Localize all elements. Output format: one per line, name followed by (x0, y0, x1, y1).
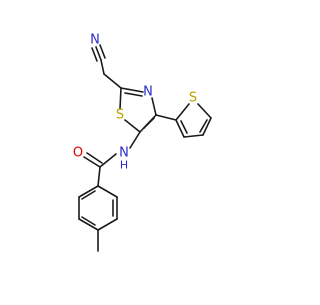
ring-double-3 (81, 190, 96, 200)
atom-n-nitrile: N (90, 33, 100, 48)
bonds (78, 44, 212, 252)
ring-bond-3 (97, 218, 118, 231)
thio-c4-c3-bond (183, 134, 204, 138)
atom-o-carbonyl: O (73, 146, 83, 161)
c5-c4-double (143, 117, 155, 129)
carbonyl-bond (83, 156, 101, 168)
ring-double-2 (81, 216, 96, 226)
carbonyl-ring-bond (97, 166, 101, 187)
atom-labels: N N S S O N H (73, 33, 197, 172)
c5-nh-bond (129, 131, 141, 149)
atom-n-thiazole: N (143, 85, 153, 100)
s1-c5-bond (124, 119, 141, 133)
ring-bond-4 (78, 218, 99, 231)
c4-thiophene-bond (155, 114, 177, 121)
ch2-cn-bond (100, 59, 105, 75)
thio-c3-c2-bond (175, 119, 185, 138)
atom-s-thiazole: S (116, 108, 124, 123)
thio-s-c5-bond (197, 103, 212, 119)
nh-carbonyl-bond (99, 153, 117, 168)
ring-bond-6 (78, 185, 99, 198)
nitrile-bond-3 (99, 44, 106, 59)
ring-bond-1 (97, 185, 118, 198)
thio-c2-s-bond (175, 103, 190, 121)
c2-s1-bond (119, 87, 122, 110)
n3-c2-bond (120, 87, 144, 93)
atom-s-thiophene: S (189, 91, 197, 106)
n3-c2-double (124, 92, 143, 97)
molecule-structure: N N S S O N H (73, 33, 212, 252)
c4-n3-bond (151, 97, 157, 116)
atom-h-amide: H (120, 159, 128, 172)
thio-c5-c4-double (199, 119, 208, 133)
thio-c5-c4-bond (202, 117, 212, 136)
structure-canvas: N N S S O N H (73, 33, 212, 252)
nitrile-bond-2 (91, 47, 98, 62)
thio-c3-c2-double (180, 120, 188, 134)
ch2-c2-bond (103, 73, 122, 89)
atom-n-amide: N (119, 146, 129, 161)
nitrile-bond (95, 46, 102, 61)
carbonyl-double (86, 152, 103, 164)
